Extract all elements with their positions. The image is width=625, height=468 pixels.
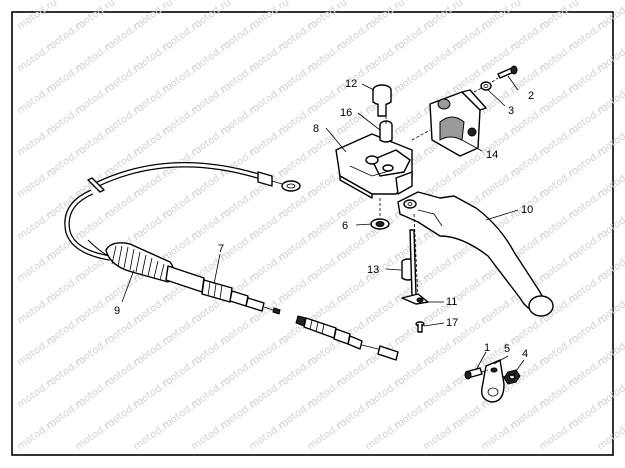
- callout-12: 12: [345, 78, 357, 90]
- callout-8: 8: [313, 123, 319, 135]
- lever-bracket: [335, 133, 413, 199]
- washer: [480, 81, 492, 91]
- callout-13: 13: [367, 264, 379, 276]
- callout-17: 17: [446, 317, 458, 329]
- callout-5: 5: [504, 343, 510, 355]
- clamp-screw: [497, 65, 518, 79]
- leader-lines: [121, 75, 525, 375]
- callout-3: 3: [508, 105, 514, 117]
- pivot-bolt: [372, 84, 392, 117]
- callout-labels: 2 3 12 16 8 14 10 6 13 11 17 7 9 1 5 4: [114, 78, 534, 360]
- cable-lower-end: [295, 315, 399, 361]
- callout-1: 1: [484, 342, 490, 354]
- clutch-lever: [397, 191, 554, 317]
- callout-2: 2: [528, 90, 534, 102]
- callout-9: 9: [114, 305, 120, 317]
- callout-6: 6: [342, 220, 348, 232]
- cable-adjuster: [165, 265, 281, 315]
- pivot-washer: [370, 218, 390, 230]
- callout-14: 14: [486, 149, 498, 161]
- callout-7: 7: [218, 243, 224, 255]
- callout-10: 10: [521, 204, 533, 216]
- hex-nut: [503, 369, 521, 385]
- lock-pin: [415, 321, 425, 333]
- mounting-bolt: [464, 367, 483, 380]
- clutch-cable: [64, 162, 399, 361]
- callout-4: 4: [522, 348, 528, 360]
- callout-16: 16: [340, 107, 352, 119]
- pivot-bushing: [379, 116, 393, 143]
- callout-11: 11: [446, 296, 457, 308]
- handlebar-clamp: [429, 89, 487, 157]
